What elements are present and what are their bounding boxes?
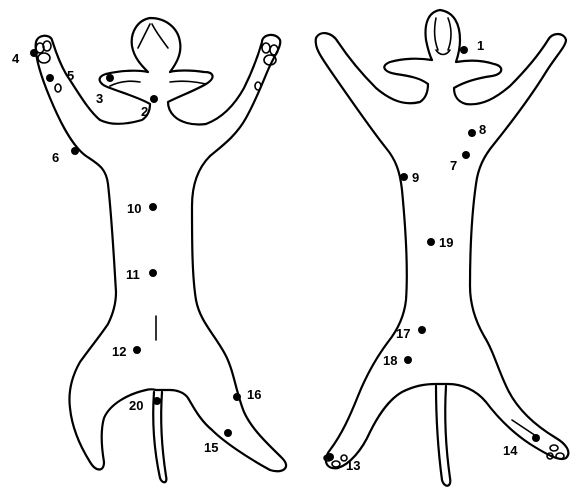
acupoint-label-2: 2 bbox=[141, 104, 148, 119]
acupoint-label-7: 7 bbox=[450, 158, 457, 173]
acupoint-label-12: 12 bbox=[112, 344, 126, 359]
acupoint-dot-19 bbox=[427, 238, 435, 246]
acupoint-dot-2 bbox=[150, 95, 158, 103]
acupoint-label-18: 18 bbox=[383, 353, 397, 368]
acupoint-label-16: 16 bbox=[247, 387, 261, 402]
acupoint-dot-20 bbox=[153, 397, 161, 405]
acupoint-label-8: 8 bbox=[479, 122, 486, 137]
acupoint-label-14: 14 bbox=[503, 443, 518, 458]
acupoint-dot-10 bbox=[149, 203, 157, 211]
acupoint-label-6: 6 bbox=[52, 150, 59, 165]
acupoint-dot-6 bbox=[71, 147, 79, 155]
acupoint-dot-8 bbox=[468, 129, 476, 137]
acupoint-label-3: 3 bbox=[96, 91, 103, 106]
acupoint-dot-5 bbox=[46, 74, 54, 82]
acupoint-dot-1 bbox=[460, 46, 468, 54]
acupoint-label-9: 9 bbox=[412, 170, 419, 185]
acupoint-label-11: 11 bbox=[126, 267, 140, 282]
acupoint-label-10: 10 bbox=[127, 201, 141, 216]
acupoint-label-15: 15 bbox=[204, 440, 218, 455]
acupoint-label-4: 4 bbox=[12, 51, 20, 66]
acupoint-dot-11 bbox=[149, 269, 157, 277]
acupoint-dot-17 bbox=[418, 326, 426, 334]
acupoint-dot-9 bbox=[400, 173, 408, 181]
acupoint-dot-4 bbox=[30, 49, 38, 57]
acupoint-label-19: 19 bbox=[439, 235, 453, 250]
acupoint-markers: 1 2 3 4 5 6 7 8 9 10 11 12 13 bbox=[12, 38, 540, 473]
acupoint-dot-18 bbox=[404, 356, 412, 364]
acupoint-label-17: 17 bbox=[396, 326, 410, 341]
acupoint-dot-13 bbox=[326, 453, 334, 461]
acupoint-dot-16 bbox=[233, 393, 241, 401]
acupoint-dot-3 bbox=[106, 74, 114, 82]
acupoint-dot-7 bbox=[462, 151, 470, 159]
acupoint-label-20: 20 bbox=[129, 398, 143, 413]
acupoint-dot-14 bbox=[532, 434, 540, 442]
acupoint-label-13: 13 bbox=[346, 458, 360, 473]
acupoint-label-5: 5 bbox=[67, 68, 74, 83]
ventral-body-outline bbox=[36, 18, 286, 482]
acupoint-label-1: 1 bbox=[477, 38, 484, 53]
acupoint-dot-12 bbox=[133, 346, 141, 354]
acupoint-dot-15 bbox=[224, 429, 232, 437]
